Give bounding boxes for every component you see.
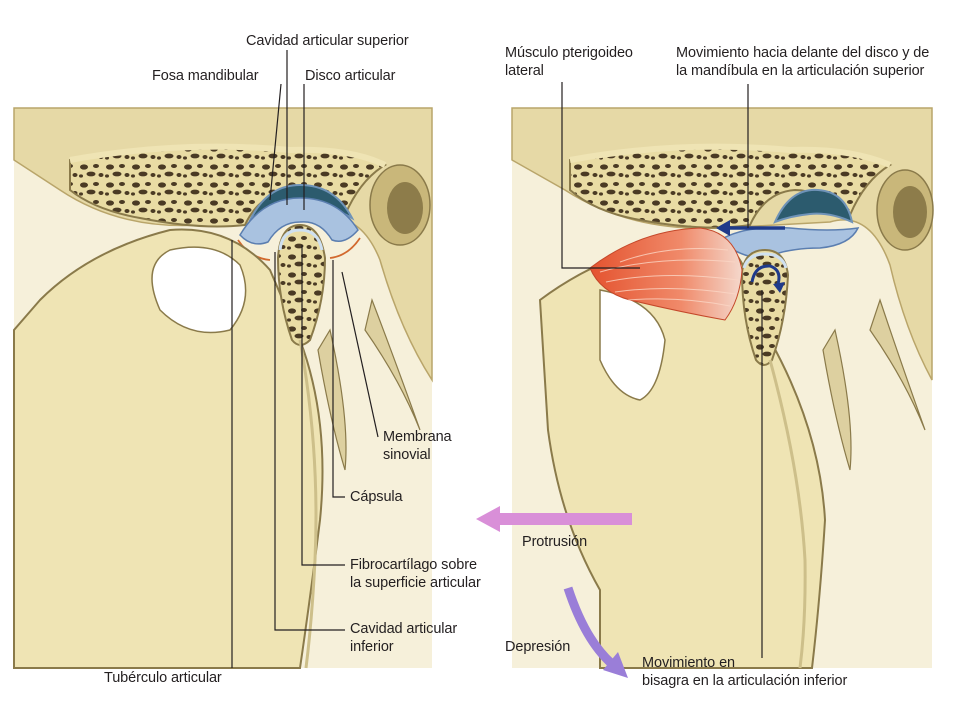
label-protrusion: Protrusión <box>522 534 588 550</box>
label-capsula: Cápsula <box>350 489 403 505</box>
label-cavidad-articular-inferior: Cavidad articular inferior <box>350 621 458 655</box>
label-membrana-sinovial: Membrana sinovial <box>383 429 452 463</box>
label-fosa-mandibular: Fosa mandibular <box>152 68 259 84</box>
depression-arrow <box>563 586 628 678</box>
label-movimiento-hacia-delante: Movimiento hacia delante del disco y de … <box>676 45 930 79</box>
label-movimiento-en-bisagra: Movimiento en bisagra en la articulación… <box>642 655 848 689</box>
label-musculo-pterigoideo-lateral: Músculo pterigoideo lateral <box>505 45 633 79</box>
left-panel <box>13 107 433 669</box>
protrusion-arrow <box>476 506 632 532</box>
label-fibrocartilago: Fibrocartílago sobre la superficie artic… <box>350 557 481 591</box>
leader-lines <box>231 50 763 668</box>
right-panel <box>511 107 934 669</box>
label-depresion: Depresión <box>505 639 571 655</box>
label-cavidad-articular-superior: Cavidad articular superior <box>246 33 409 49</box>
label-tuberculo-articular: Tubérculo articular <box>104 670 222 686</box>
label-disco-articular: Disco articular <box>305 68 396 84</box>
